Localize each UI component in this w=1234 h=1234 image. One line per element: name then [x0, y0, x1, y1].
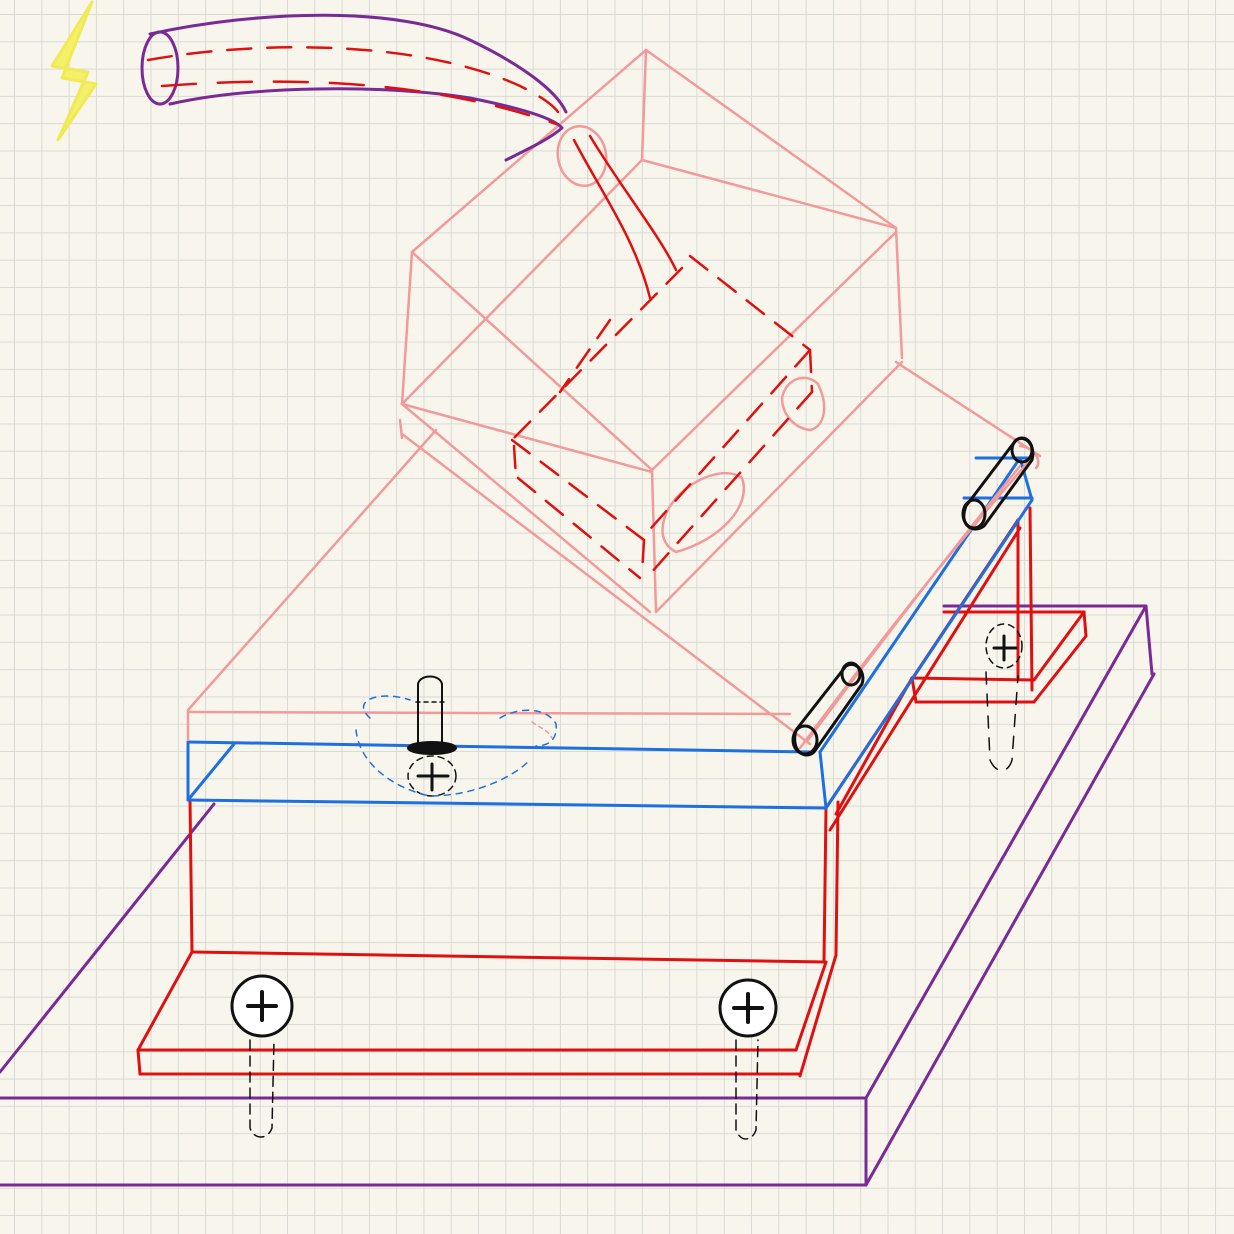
lid-box	[186, 48, 1042, 750]
hinge-pin-icon	[791, 661, 865, 757]
phillips-screw-icon	[985, 623, 1023, 772]
internal-wire	[572, 134, 678, 300]
hidden-inner-box	[510, 254, 814, 580]
shelf-top	[186, 456, 1034, 810]
base-board	[0, 604, 1156, 1187]
phillips-screw-icon	[230, 974, 294, 1138]
hinge-pin-icon	[961, 436, 1035, 531]
phillips-screw-icon	[718, 978, 778, 1140]
power-cable	[140, 13, 568, 162]
lightning-bolt-icon	[50, 0, 98, 142]
hidden-fastener	[355, 675, 557, 797]
